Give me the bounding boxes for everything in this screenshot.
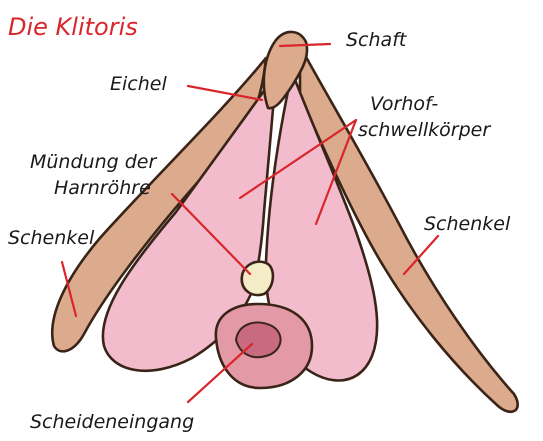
- label-vorhof-line2: schwellkörper: [358, 119, 491, 141]
- label-muendung-line1: Mündung der: [30, 151, 157, 173]
- label-eichel: Eichel: [110, 73, 167, 95]
- label-schenkel-left: Schenkel: [8, 227, 95, 249]
- urethral-opening: [242, 262, 273, 295]
- label-schenkel-right: Schenkel: [424, 213, 511, 235]
- label-scheideneingang: Scheideneingang: [30, 411, 194, 433]
- label-vorhof-line1: Vorhof-: [370, 93, 438, 115]
- label-muendung-line2: Harnröhre: [54, 177, 151, 199]
- diagram-title: Die Klitoris: [8, 13, 138, 41]
- label-schaft: Schaft: [346, 29, 408, 51]
